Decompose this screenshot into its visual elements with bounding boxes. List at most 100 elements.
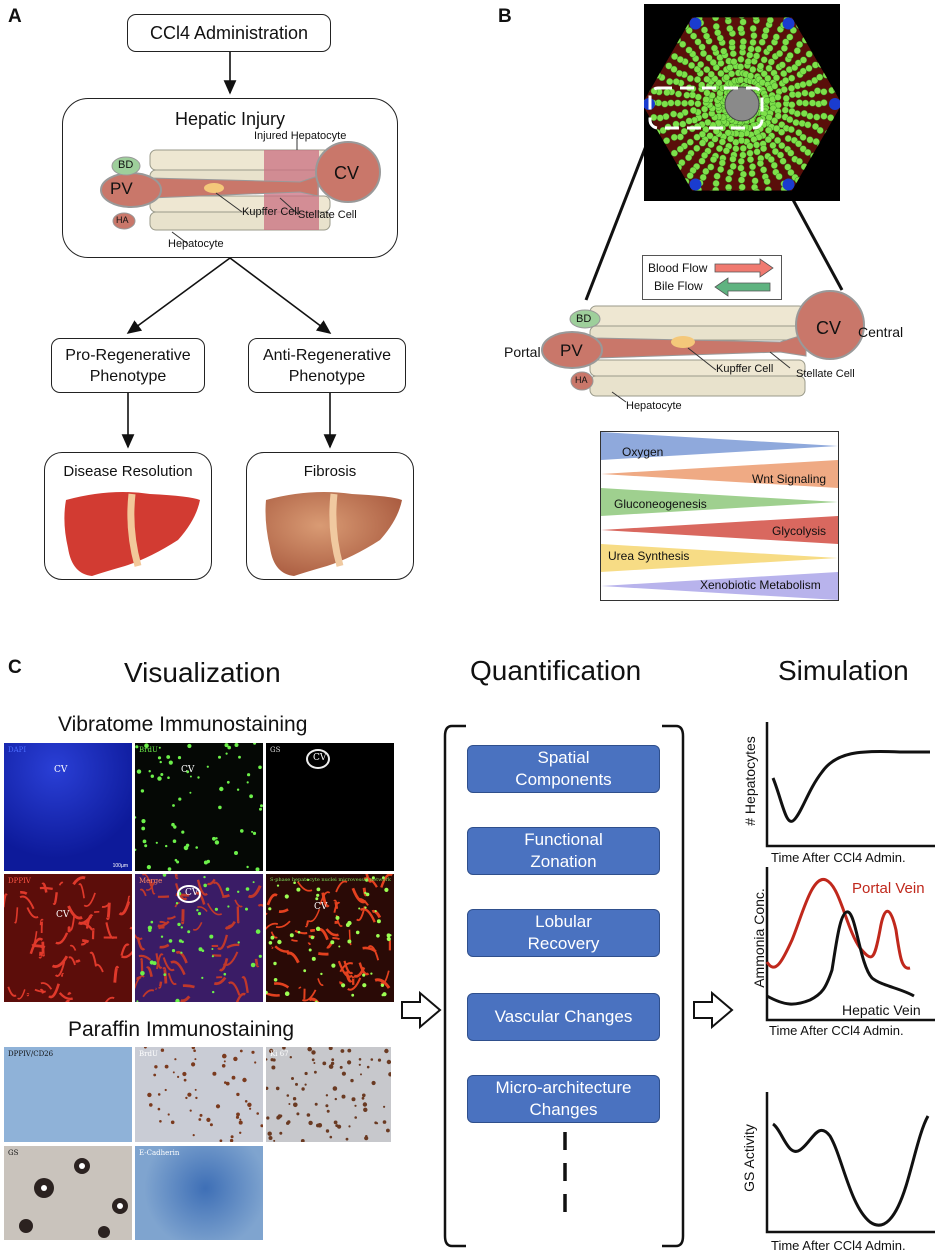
nucleus-dot [251, 1050, 255, 1054]
quant-label-1: Functional Zonation [524, 830, 603, 871]
sinusoid-vessel [158, 981, 163, 989]
lobule-cell [773, 124, 781, 132]
lobule-cell [794, 59, 802, 67]
nucleus-dot [325, 1094, 329, 1097]
nucleus-dot [164, 1064, 169, 1069]
lobule-cell [722, 147, 730, 155]
nucleus-dot [147, 1092, 152, 1098]
lobule-cell [746, 142, 754, 150]
nucleus-dot [144, 1047, 147, 1049]
nucleus-dot [236, 1092, 240, 1097]
nucleus-dot [292, 1097, 297, 1101]
nucleus-dot [160, 773, 164, 776]
nucleus-dot [157, 756, 162, 760]
lobule-cell [703, 89, 711, 97]
lobule-cell [747, 45, 755, 53]
nucleus-dot [272, 1058, 276, 1062]
nucleus-dot [249, 794, 253, 799]
quant-item-1: Functional Zonation [467, 827, 660, 875]
par-label-1: BrdU [139, 1050, 158, 1058]
lobule-cell [702, 167, 710, 175]
lobule-cell [675, 69, 683, 77]
cv-label-vib-3: CV [56, 910, 70, 920]
sinusoid-vessel [266, 922, 279, 930]
vib-label-5: S-phase hepatocyte nuclei microvessel ne… [270, 877, 391, 883]
lobule-cell [772, 74, 780, 82]
lobule-cell [793, 47, 801, 55]
nucleus-dot [382, 992, 387, 997]
nucleus-dot [314, 1102, 318, 1106]
nucleus-dot [315, 926, 321, 931]
lobule-cell [800, 109, 808, 117]
lobule-cell [771, 82, 779, 90]
hepatocyte-curve [771, 749, 930, 823]
nucleus-dot [254, 1061, 257, 1064]
pro-regenerative-box: Pro-Regenerative Phenotype [51, 338, 205, 393]
sinusoid-vessel [69, 944, 77, 951]
nucleus-dot [214, 907, 218, 911]
lobule-cell [799, 56, 807, 64]
nucleus-dot [386, 933, 391, 938]
portal-triad-marker [689, 178, 702, 191]
nucleus-dot [255, 929, 261, 934]
nucleus-dot [350, 1078, 354, 1083]
nucleus-dot [142, 839, 147, 844]
nucleus-dot [147, 925, 153, 930]
lobule-cell [762, 26, 770, 34]
lobule-cell [729, 155, 737, 163]
nucleus-dot [310, 935, 315, 940]
nucleus-dot [239, 1049, 243, 1053]
lobule-cell [737, 25, 745, 33]
nucleus-dot [174, 858, 178, 862]
lobule-cell [718, 138, 726, 146]
portal-vein-curve [765, 878, 911, 970]
stellate-label-b: Stellate Cell [796, 368, 855, 380]
nucleus-dot [362, 973, 366, 977]
nucleus-dot [267, 1131, 272, 1136]
nucleus-dot [250, 962, 256, 968]
lobule-cell [811, 76, 819, 84]
sinusoid-vessel [159, 943, 170, 949]
nucleus-dot [187, 1092, 192, 1097]
lobule-cell [801, 99, 809, 107]
lobule-cell [670, 65, 678, 73]
lobule-cell [778, 61, 786, 69]
lobule-cell [699, 139, 707, 147]
sinusoid-vessel [224, 920, 236, 930]
nucleus-dot [148, 928, 152, 932]
nucleus-dot [160, 935, 164, 938]
nucleus-dot [226, 780, 230, 784]
sinusoid-vessel [273, 982, 290, 989]
nucleus-dot [222, 1053, 227, 1059]
panel-letter-a: A [8, 6, 22, 27]
sinusoid-vessel [298, 986, 302, 989]
nucleus-dot [136, 1000, 139, 1002]
nucleus-dot [371, 1080, 376, 1086]
nucleus-dot [249, 1107, 252, 1110]
quant-label-3: Vascular Changes [494, 1007, 633, 1026]
nucleus-dot [300, 1139, 305, 1142]
lobule-cell [774, 136, 782, 144]
lobule-cell [799, 67, 807, 75]
merge-ring [177, 885, 201, 903]
nucleus-dot [282, 1047, 286, 1050]
lobule-cell [737, 157, 745, 165]
lobule-cell [685, 27, 693, 35]
sinusoid-vessel [335, 880, 348, 893]
nucleus-dot [146, 865, 151, 870]
sinusoid-vessel [67, 991, 72, 995]
nucleus-dot [360, 1073, 362, 1076]
sinusoid-vessel [4, 893, 8, 908]
lobule-cell [725, 183, 733, 191]
vibratome-heading: Vibratome Immunostaining [58, 713, 308, 736]
nucleus-dot [227, 905, 230, 908]
sinusoid-vessel [40, 982, 53, 990]
scale-vib-0: 100µm [112, 863, 128, 869]
nucleus-dot [229, 1138, 234, 1142]
sinusoid-vessel [332, 937, 340, 940]
lobule-cell [796, 41, 804, 49]
portal-triad-marker [829, 98, 840, 110]
nucleus-dot [140, 971, 145, 976]
